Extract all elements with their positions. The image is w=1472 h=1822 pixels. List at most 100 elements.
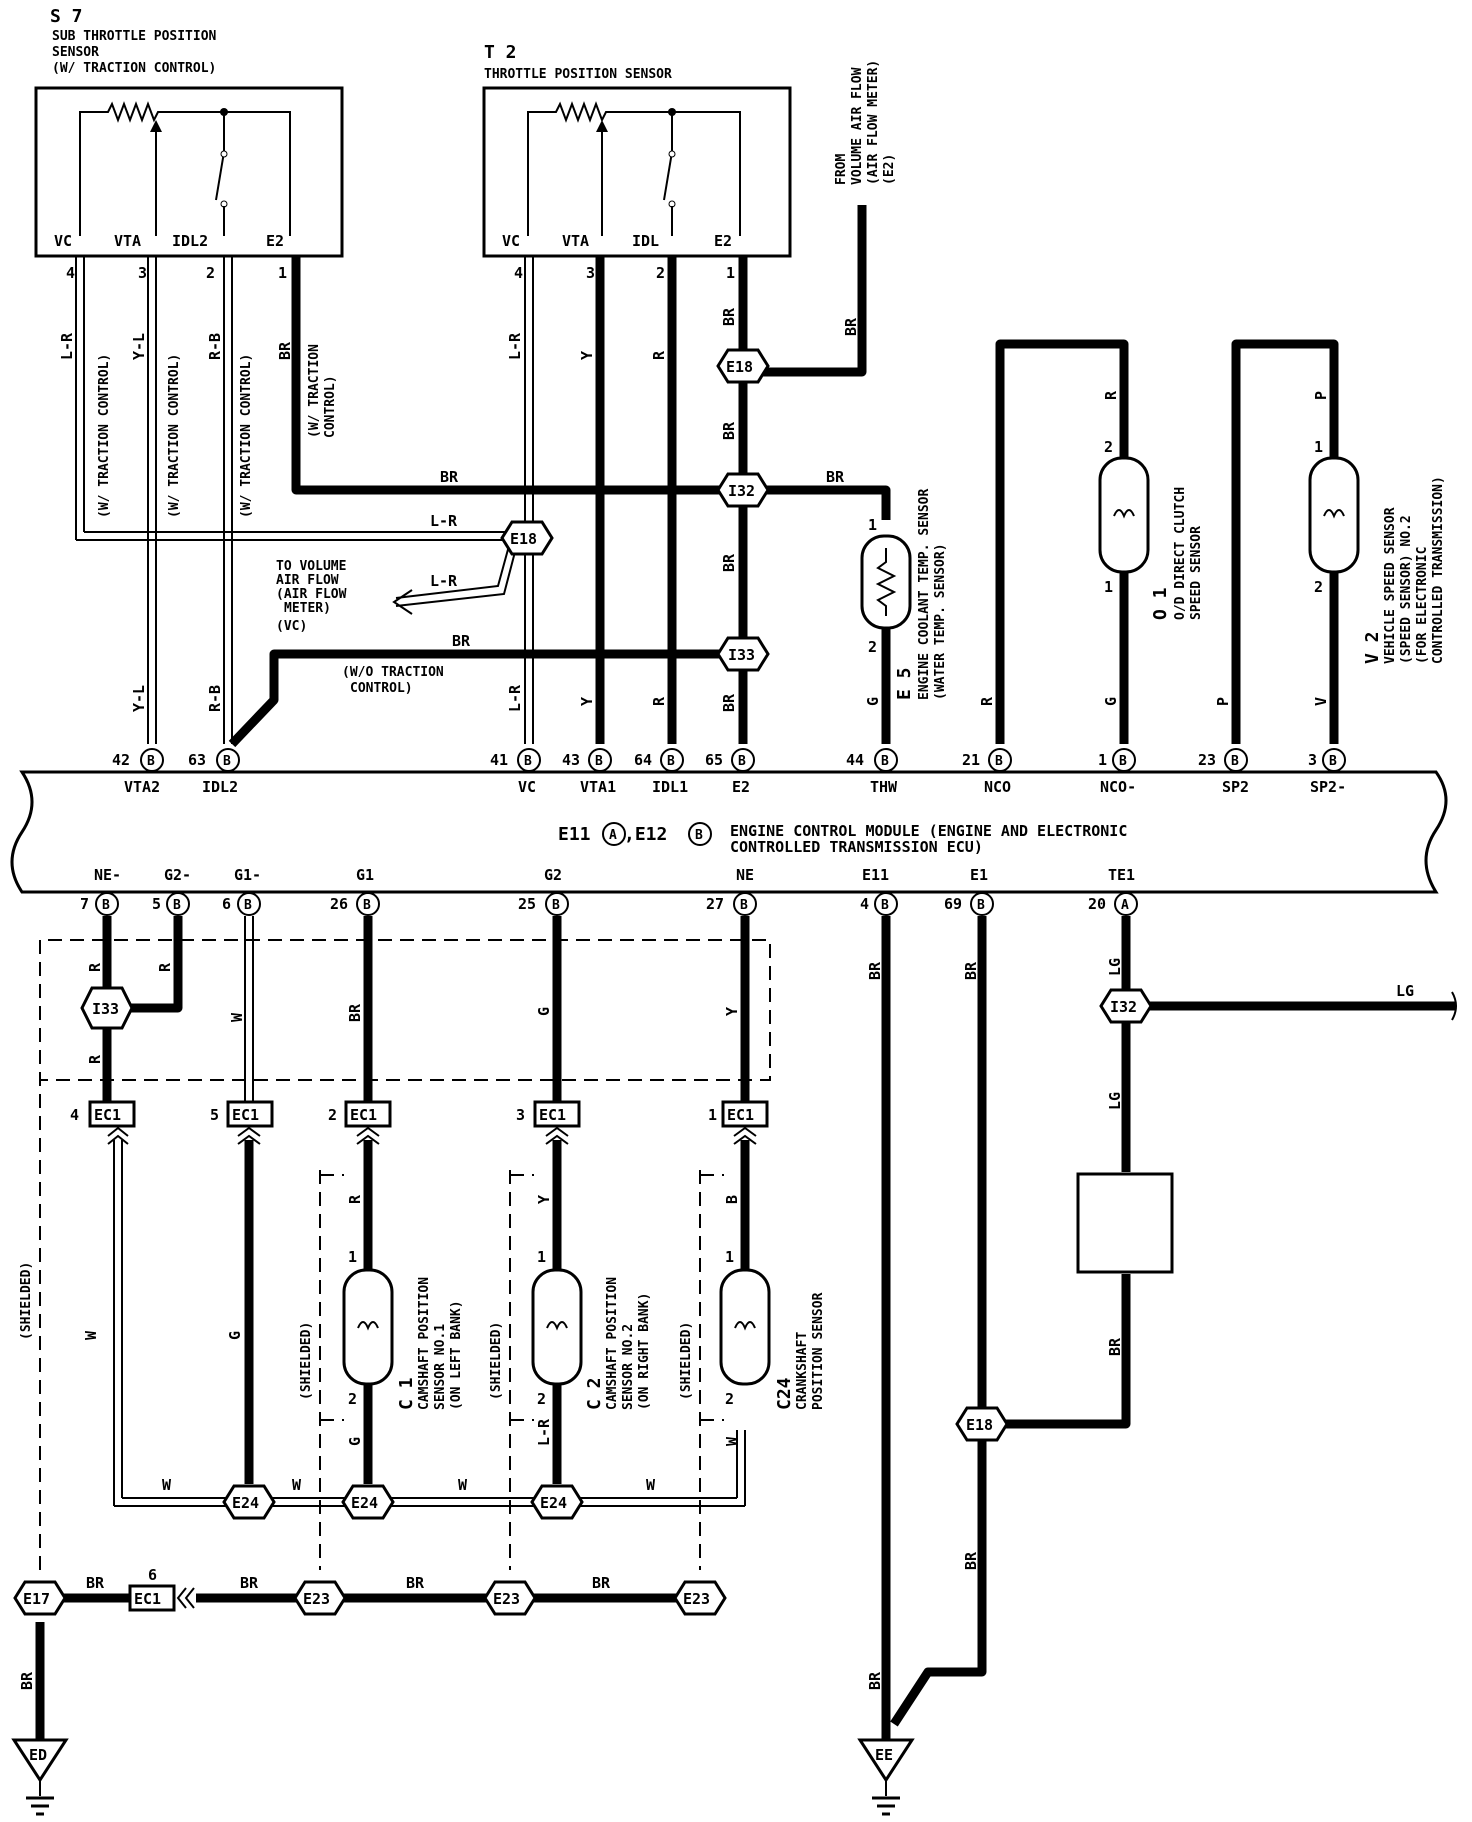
svg-text:B: B xyxy=(102,898,110,913)
svg-text:1: 1 xyxy=(1098,751,1107,769)
svg-text:G: G xyxy=(1102,697,1120,706)
svg-text:BR: BR xyxy=(826,468,845,486)
svg-text:NCO: NCO xyxy=(984,778,1011,796)
svg-text:EC1: EC1 xyxy=(350,1106,377,1124)
svg-text:L-R: L-R xyxy=(535,1418,553,1446)
svg-text:SENSOR NO.1: SENSOR NO.1 xyxy=(433,1324,448,1410)
svg-text:B: B xyxy=(363,898,371,913)
from-afm-label: FROM VOLUME AIR FLOW (AIR FLOW METER) (E… xyxy=(834,60,897,185)
svg-text:W: W xyxy=(292,1476,302,1494)
svg-text:2: 2 xyxy=(348,1390,357,1408)
o1-clutch-sensor: 2 1 O 1 O/D DIRECT CLUTCH SPEED SENSOR xyxy=(1098,438,1204,620)
svg-text:O/D DIRECT CLUTCH: O/D DIRECT CLUTCH xyxy=(1173,487,1188,620)
svg-text:A: A xyxy=(1121,898,1129,913)
svg-text:SP2: SP2 xyxy=(1222,778,1249,796)
svg-text:B: B xyxy=(1119,754,1127,769)
svg-text:BR: BR xyxy=(406,1574,425,1592)
svg-text:VC: VC xyxy=(502,232,520,250)
svg-text:E2: E2 xyxy=(266,232,284,250)
svg-text:EC1: EC1 xyxy=(94,1106,121,1124)
svg-text:R: R xyxy=(978,696,996,706)
svg-text:BR: BR xyxy=(962,1551,980,1570)
svg-text:VEHICLE SPEED SENSOR: VEHICLE SPEED SENSOR xyxy=(1383,507,1398,664)
svg-text:ED: ED xyxy=(29,1746,47,1764)
svg-text:(E2): (E2) xyxy=(882,154,897,185)
svg-text:BR: BR xyxy=(866,1671,884,1690)
svg-text:CONTROLLED TRANSMISSION): CONTROLLED TRANSMISSION) xyxy=(1431,476,1446,664)
svg-text:BR: BR xyxy=(720,307,738,326)
svg-text:B: B xyxy=(524,754,532,769)
svg-text:CONTROL): CONTROL) xyxy=(323,375,338,438)
svg-text:(WATER TEMP. SENSOR): (WATER TEMP. SENSOR) xyxy=(933,543,948,700)
svg-text:Y: Y xyxy=(723,1007,741,1016)
svg-text:E24: E24 xyxy=(351,1494,378,1512)
svg-text:C24: C24 xyxy=(774,1377,795,1410)
svg-text:C 2: C 2 xyxy=(584,1377,605,1410)
svg-text:L-R: L-R xyxy=(430,512,458,530)
svg-text:BR: BR xyxy=(346,1003,364,1022)
svg-text:2: 2 xyxy=(1314,578,1323,596)
svg-text:(W/ TRACTION CONTROL): (W/ TRACTION CONTROL) xyxy=(97,354,112,518)
svg-text:(W/ TRACTION: (W/ TRACTION xyxy=(307,344,322,438)
svg-text:L-R: L-R xyxy=(430,572,458,590)
svg-text:BR: BR xyxy=(720,553,738,572)
svg-text:(W/ TRACTION CONTROL): (W/ TRACTION CONTROL) xyxy=(52,61,216,76)
svg-text:E1: E1 xyxy=(970,866,988,884)
svg-text:CONTROLLED TRANSMISSION ECU): CONTROLLED TRANSMISSION ECU) xyxy=(730,838,983,856)
svg-text:SENSOR NO.2: SENSOR NO.2 xyxy=(621,1324,636,1410)
svg-text:BR: BR xyxy=(842,317,860,336)
svg-text:EC1: EC1 xyxy=(539,1106,566,1124)
svg-text:(AIR FLOW METER): (AIR FLOW METER) xyxy=(866,60,881,185)
v2-vehicle-speed-sensor: 1 2 V 2 VEHICLE SPEED SENSOR (SPEED SENS… xyxy=(1308,438,1446,664)
svg-text:20: 20 xyxy=(1088,895,1106,913)
svg-text:EC1: EC1 xyxy=(232,1106,259,1124)
svg-text:1: 1 xyxy=(1314,438,1323,456)
s7-sub-throttle-sensor: S 7 SUB THROTTLE POSITION SENSOR (W/ TRA… xyxy=(34,6,344,282)
svg-text:2: 2 xyxy=(868,638,877,656)
svg-text:1: 1 xyxy=(708,1106,717,1124)
svg-text:7: 7 xyxy=(80,895,89,913)
svg-text:1: 1 xyxy=(725,1248,734,1266)
svg-text:E 5: E 5 xyxy=(894,667,915,700)
svg-text:(SPEED SENSOR) NO.2: (SPEED SENSOR) NO.2 xyxy=(1399,515,1414,664)
svg-text:B: B xyxy=(667,754,675,769)
svg-text:E2: E2 xyxy=(714,232,732,250)
svg-text:6: 6 xyxy=(148,1566,157,1584)
svg-text:W: W xyxy=(162,1476,172,1494)
svg-text:R: R xyxy=(650,696,668,706)
top-junctions: E18 I32 E18 I33 xyxy=(500,348,770,672)
svg-text:P: P xyxy=(1312,391,1330,400)
svg-text:3: 3 xyxy=(516,1106,525,1124)
svg-text:VTA: VTA xyxy=(562,232,589,250)
svg-text:4: 4 xyxy=(514,264,523,282)
lower-junctions: I33 E24 E24 E24 E23 E23 E23 E17 I32 E18 xyxy=(13,986,1457,1616)
svg-text:B: B xyxy=(223,754,231,769)
ecm-pin-ne-minus: NE-B7 xyxy=(80,866,121,916)
svg-text:B: B xyxy=(995,754,1003,769)
svg-text:VTA1: VTA1 xyxy=(580,778,616,796)
svg-text:R: R xyxy=(1102,390,1120,400)
svg-text:2: 2 xyxy=(328,1106,337,1124)
svg-text:EC1: EC1 xyxy=(727,1106,754,1124)
svg-text:64: 64 xyxy=(634,751,652,769)
svg-text:1: 1 xyxy=(1104,578,1113,596)
svg-text:I32: I32 xyxy=(728,482,755,500)
ground-ed: ED xyxy=(11,1738,69,1816)
svg-text:2: 2 xyxy=(656,264,665,282)
svg-text:SENSOR: SENSOR xyxy=(52,45,99,60)
svg-text:G: G xyxy=(226,1331,244,1340)
svg-text:B: B xyxy=(695,828,703,843)
svg-text:BR: BR xyxy=(592,1574,611,1592)
svg-text:(W/ TRACTION CONTROL): (W/ TRACTION CONTROL) xyxy=(239,354,254,518)
svg-text:(SHIELDED): (SHIELDED) xyxy=(489,1322,504,1400)
svg-text:CONTROL): CONTROL) xyxy=(350,681,413,696)
svg-text:E11: E11 xyxy=(862,866,889,884)
svg-text:W: W xyxy=(458,1476,468,1494)
svg-text:B: B xyxy=(881,754,889,769)
svg-text:L-R: L-R xyxy=(506,684,524,712)
svg-text:I33: I33 xyxy=(92,1000,119,1018)
